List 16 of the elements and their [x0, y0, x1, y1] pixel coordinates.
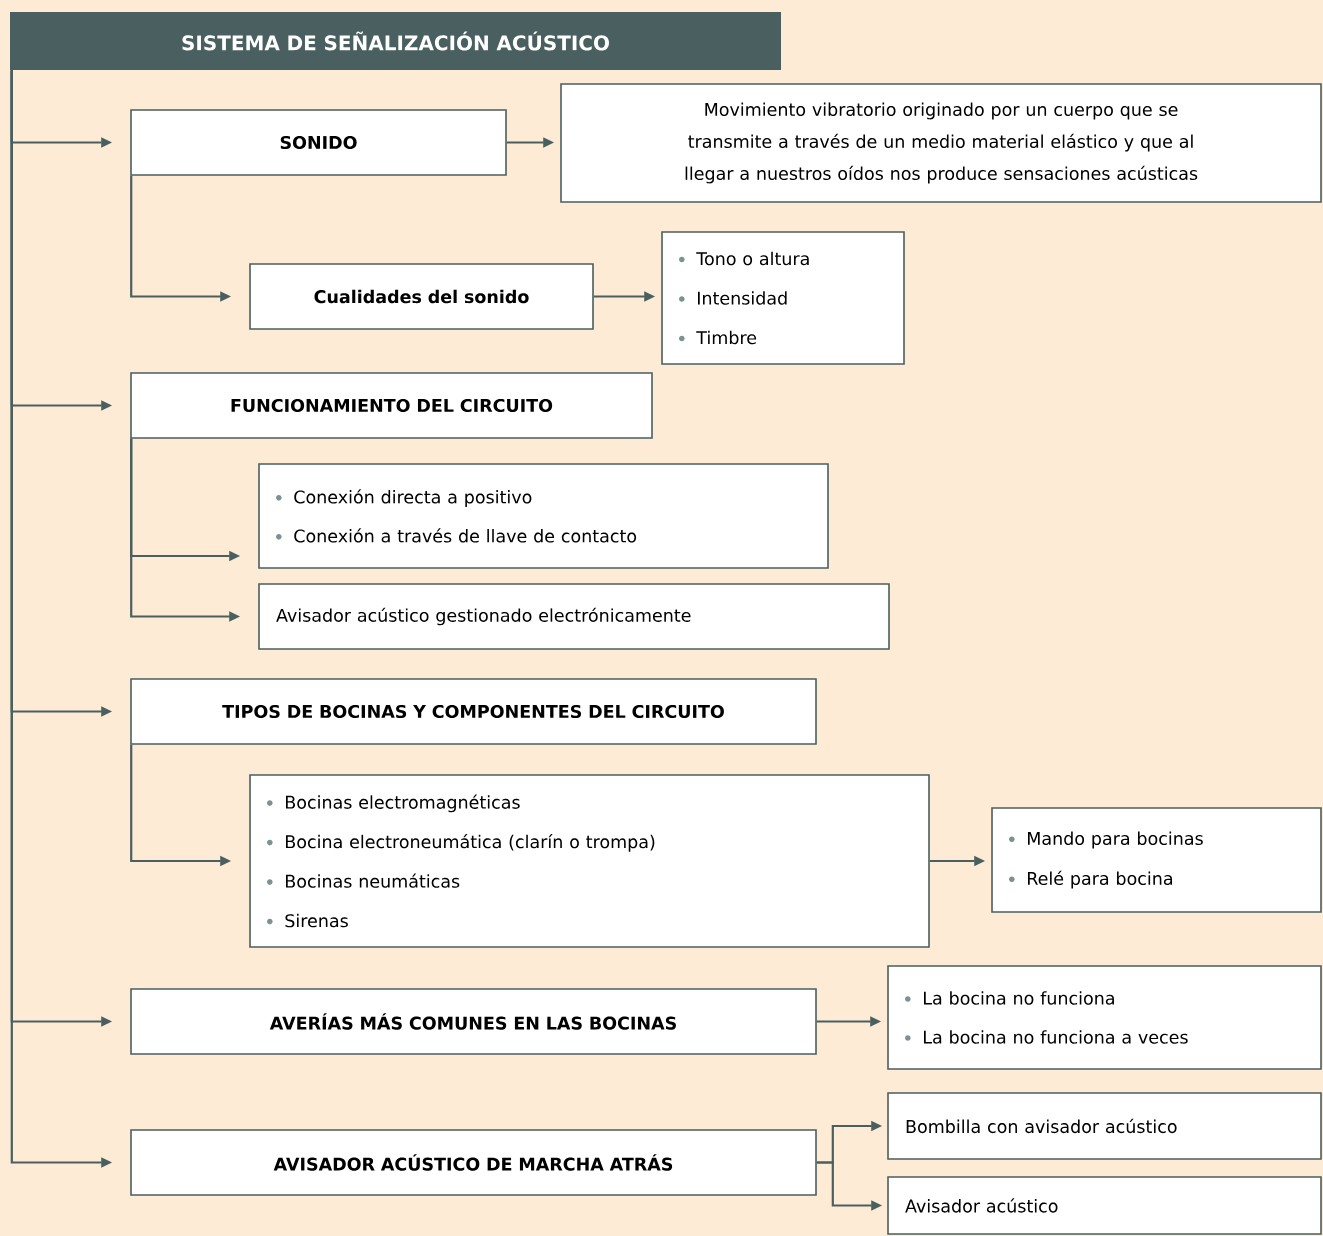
- heading-box: AVERÍAS MÁS COMUNES EN LAS BOCINAS: [130, 988, 817, 1055]
- text-box: Movimiento vibratorio originado por un cuerpo que se transmite a través de un medio material elástico y que al llegar a nuestros oídos nos produce sensaciones acústicas: [560, 83, 1322, 203]
- text-box: La bocina no funciona La bocina no funciona a veces: [887, 965, 1322, 1070]
- heading-box: AVISADOR ACÚSTICO DE MARCHA ATRÁS: [130, 1129, 817, 1196]
- heading-box: FUNCIONAMIENTO DEL CIRCUITO: [130, 372, 653, 439]
- heading-box: TIPOS DE BOCINAS Y COMPONENTES DEL CIRCUITO: [130, 678, 817, 745]
- heading-box: Cualidades del sonido: [249, 263, 594, 330]
- text-box: Tono o altura Intensidad Timbre: [661, 231, 905, 365]
- text-box: Bocinas electromagnéticas Bocina electroneumática (clarín o trompa) Bocinas neumáticas Sirenas: [249, 774, 930, 948]
- text-box: Conexión directa a positivo Conexión a través de llave de contacto: [258, 463, 829, 569]
- text-box: Avisador acústico: [887, 1176, 1322, 1235]
- heading-box: SONIDO: [130, 109, 507, 176]
- text-box: Avisador acústico gestionado electrónicamente: [258, 583, 890, 650]
- text-box: Mando para bocinas Relé para bocina: [991, 807, 1322, 913]
- text-box: Bombilla con avisador acústico: [887, 1092, 1322, 1160]
- title-banner: SISTEMA DE SEÑALIZACIÓN ACÚSTICO: [10, 12, 781, 70]
